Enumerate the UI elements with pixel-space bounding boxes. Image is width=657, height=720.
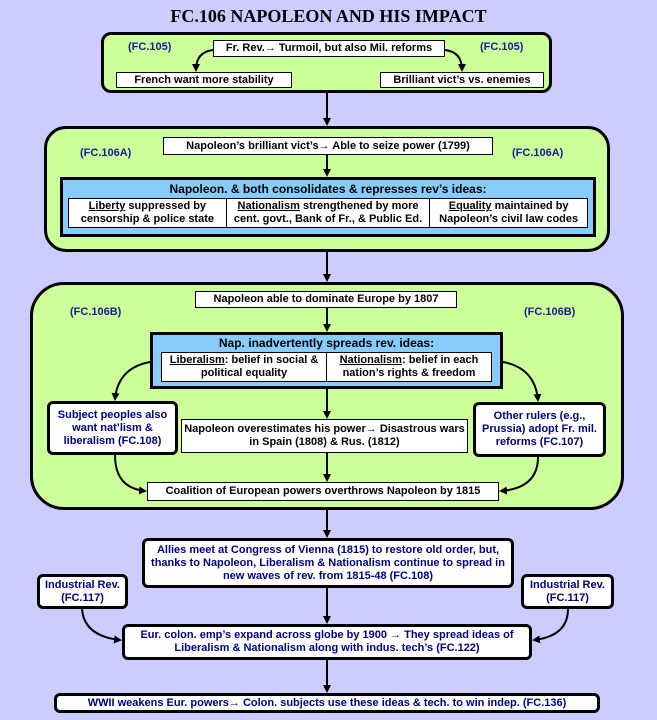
cell-key: Nationalism <box>237 200 300 212</box>
arrow <box>499 456 539 495</box>
arrow <box>111 361 151 401</box>
arrow <box>502 361 542 402</box>
arrow <box>532 608 569 644</box>
ref-label: (FC.106B) <box>70 306 122 318</box>
ref-label: (FC.106B) <box>524 306 576 318</box>
cell-text: maintained by Napoleon’s civil law codes <box>439 200 579 225</box>
consolidates-cells: Liberty suppressed by censorship & polic… <box>68 198 588 228</box>
ref-label: (FC.105) <box>128 41 172 53</box>
arrow <box>114 454 147 495</box>
cell-text: : belief in each nation’s rights & freed… <box>342 354 479 379</box>
ref-label: (FC.106A) <box>80 147 132 159</box>
cell-text: : belief in social & political equality <box>200 354 319 379</box>
spreads-ideas-box: Nap. inadvertently spreads rev. ideas: L… <box>150 332 503 389</box>
cell-equality: Equality maintained by Napoleon’s civil … <box>429 199 587 227</box>
cell-key: Liberty <box>88 200 126 212</box>
fr-rev-box: Fr. Rev.→ Turmoil, but also Mil. reforms <box>213 40 445 57</box>
cell-text: suppressed by censorship & police state <box>80 200 214 225</box>
industrial-rev-left-box: Industrial Rev. (FC.117) <box>37 574 128 609</box>
wwii-box: WWII weakens Eur. powers→ Colon. subject… <box>54 693 600 713</box>
cell-text: strengthened by more cent. govt., Bank o… <box>233 200 423 225</box>
cell-key: Liberalism <box>169 354 225 366</box>
spreads-cells: Liberalism: belief in social & political… <box>161 352 492 382</box>
seize-power-box: Napoleon’s brilliant vict’s→ Able to sei… <box>163 137 493 155</box>
industrial-rev-right-box: Industrial Rev. (FC.117) <box>521 574 614 609</box>
other-rulers-box: Other rulers (e.g., Prussia) adopt Fr. m… <box>473 402 606 457</box>
ref-label: (FC.106A) <box>512 147 564 159</box>
cell-key: Nationalism <box>339 354 402 366</box>
subject-peoples-box: Subject peoples also want nat’lism & lib… <box>47 401 178 455</box>
coalition-box: Coalition of European powers overthrows … <box>147 482 499 501</box>
arrow <box>81 608 122 644</box>
cell-key: Equality <box>448 200 492 212</box>
arrow <box>192 49 214 72</box>
arrow <box>444 49 466 72</box>
page-title: FC.106 NAPOLEON AND HIS IMPACT <box>170 6 487 26</box>
stability-box: French want more stability <box>116 72 292 88</box>
vienna-box: Allies meet at Congress of Vienna (1815)… <box>142 538 514 588</box>
cell-liberty: Liberty suppressed by censorship & polic… <box>69 199 226 227</box>
colonial-empires-box: Eur. colon. emp’s expand across globe by… <box>122 624 532 660</box>
consolidates-box: Napoleon. & both consolidates & represse… <box>60 177 596 237</box>
cell-liberalism: Liberalism: belief in social & political… <box>162 353 326 381</box>
dominate-europe-box: Napoleon able to dominate Europe by 1807 <box>195 291 457 308</box>
spreads-header: Nap. inadvertently spreads rev. ideas: <box>218 336 435 350</box>
overestimates-box: Napoleon overestimates his power→ Disast… <box>181 419 468 453</box>
consolidates-header: Napoleon. & both consolidates & represse… <box>169 182 487 196</box>
ref-label: (FC.105) <box>480 41 524 53</box>
cell-nationalism: Nationalism: belief in each nation’s rig… <box>326 353 491 381</box>
cell-nationalism: Nationalism strengthened by more cent. g… <box>225 199 430 227</box>
victories-box: Brilliant vict’s vs. enemies <box>380 72 544 88</box>
